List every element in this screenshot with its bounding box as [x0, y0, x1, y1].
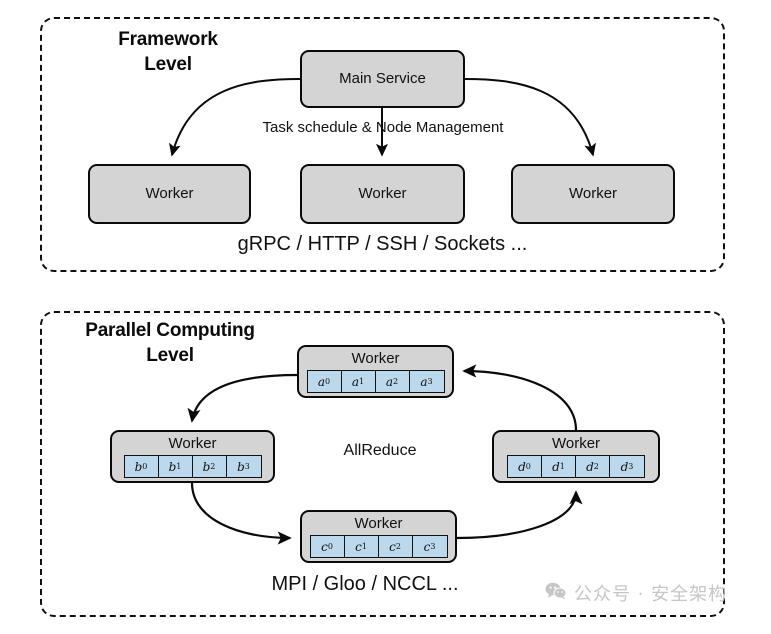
node-framework-worker-1[interactable]: Worker: [88, 164, 251, 224]
wechat-icon: [545, 582, 567, 605]
panel-parallel-computing-level: [40, 311, 725, 617]
label-allreduce: AllReduce: [343, 442, 417, 459]
watermark-text: 公众号 · 安全架构: [574, 584, 728, 605]
node-label: Main Service: [339, 70, 426, 87]
node-label: Worker: [145, 185, 194, 202]
edge-label-task-schedule: Task schedule & Node Management: [262, 119, 504, 136]
footer-parallel-libraries: MPI / Gloo / NCCL ...: [271, 573, 459, 595]
node-main-service[interactable]: Main Service: [300, 50, 465, 108]
panel-title-parallel-computing: Parallel Computing Level: [85, 320, 255, 366]
node-label: Worker: [551, 435, 601, 452]
panel-title-framework: Framework Level: [118, 29, 218, 75]
node-label: Worker: [354, 515, 403, 532]
footer-framework-protocols: gRPC / HTTP / SSH / Sockets ...: [237, 233, 528, 255]
node-label: Worker: [351, 350, 400, 367]
watermark: 公众号 · 安全架构: [545, 580, 727, 606]
node-label: Worker: [568, 185, 618, 202]
node-framework-worker-3[interactable]: Worker: [511, 164, 675, 224]
node-label: Worker: [168, 435, 217, 452]
node-label: Worker: [358, 185, 407, 202]
node-framework-worker-2[interactable]: Worker: [300, 164, 465, 224]
panel-framework-level: [40, 17, 725, 272]
